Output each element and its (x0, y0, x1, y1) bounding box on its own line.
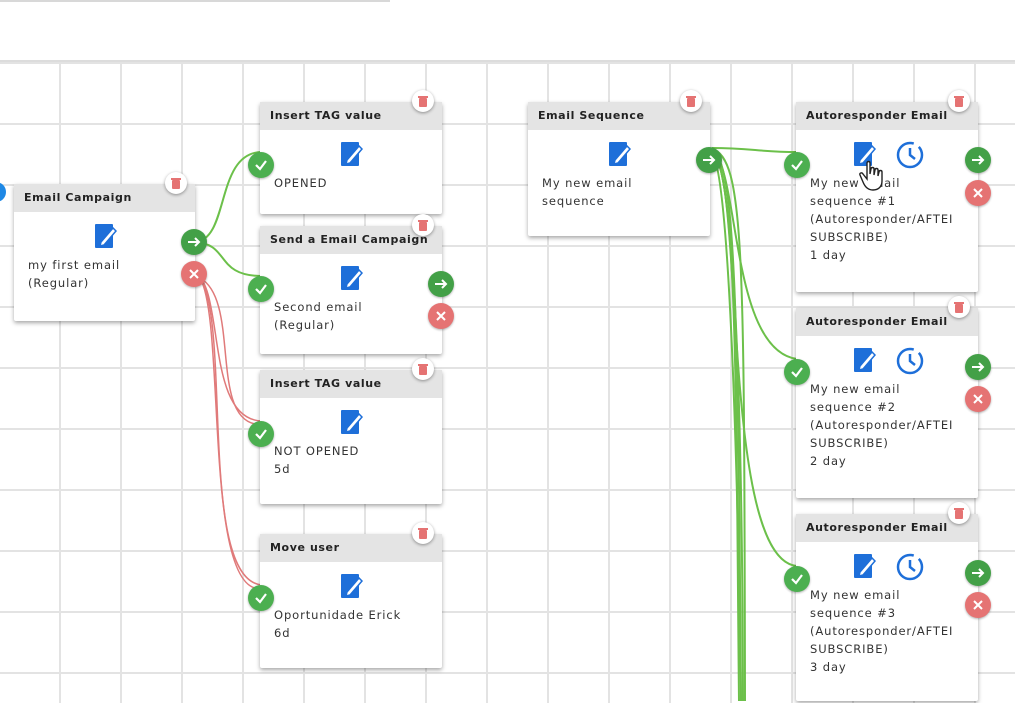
node-icons (542, 140, 696, 174)
node-line: my first email (28, 258, 121, 272)
node-line: 5d (274, 462, 291, 476)
input-port-check-icon[interactable] (248, 421, 274, 447)
next-port-arrow-right-icon[interactable] (181, 229, 207, 255)
trash-icon[interactable] (680, 90, 702, 112)
trash-icon[interactable] (165, 172, 187, 194)
cancel-port-x-icon[interactable] (965, 386, 991, 412)
node-icons (28, 222, 181, 256)
next-port-arrow-right-icon[interactable] (965, 147, 991, 173)
trash-icon[interactable] (412, 358, 434, 380)
edit-document-icon[interactable] (339, 140, 364, 168)
node-email-sequence[interactable]: Email Sequence My new email sequence (528, 102, 710, 236)
node-title: Autoresponder Email (796, 514, 978, 542)
node-send-email-campaign[interactable]: Send a Email Campaign Second email (Regu… (260, 226, 442, 354)
next-port-arrow-right-icon[interactable] (965, 354, 991, 380)
edit-document-icon[interactable] (852, 552, 877, 580)
node-title: Email Sequence (528, 102, 710, 130)
edit-document-icon[interactable] (339, 264, 364, 292)
node-line: NOT OPENED (274, 444, 360, 458)
node-line: 2 day (810, 454, 847, 468)
edit-document-icon[interactable] (339, 572, 364, 600)
node-line: 1 day (810, 248, 847, 262)
node-line: (Autoresponder/AFTEI (810, 624, 954, 638)
input-port-check-icon[interactable] (784, 566, 810, 592)
node-title: Autoresponder Email (796, 102, 978, 130)
edit-document-icon[interactable] (339, 408, 364, 436)
node-line: 6d (274, 626, 291, 640)
node-icons (274, 572, 428, 606)
node-icons (274, 140, 428, 174)
node-move-user[interactable]: Move user Oportunidade Erick 6d (260, 534, 442, 668)
node-autoresponder-email-2[interactable]: Autoresponder Email My new email sequenc… (796, 308, 978, 498)
node-icons (810, 140, 964, 174)
input-port-check-icon[interactable] (248, 585, 274, 611)
cancel-port-x-icon[interactable] (428, 303, 454, 329)
trash-icon[interactable] (948, 90, 970, 112)
clock-icon[interactable] (895, 346, 925, 376)
node-line: sequence #2 (810, 400, 896, 414)
cancel-port-x-icon[interactable] (181, 261, 207, 287)
node-line: 3 day (810, 660, 847, 674)
next-port-arrow-right-icon[interactable] (696, 147, 722, 173)
canvas-edge-dot[interactable] (0, 182, 6, 202)
edit-document-icon[interactable] (852, 140, 877, 168)
input-port-check-icon[interactable] (784, 152, 810, 178)
trash-icon[interactable] (948, 296, 970, 318)
node-line: (Regular) (274, 318, 336, 332)
cancel-port-x-icon[interactable] (965, 180, 991, 206)
node-icons (810, 346, 964, 380)
top-divider (0, 0, 390, 2)
input-port-check-icon[interactable] (248, 276, 274, 302)
next-port-arrow-right-icon[interactable] (965, 560, 991, 586)
hand-cursor-icon (858, 160, 888, 192)
node-autoresponder-email-3[interactable]: Autoresponder Email My new email sequenc… (796, 514, 978, 701)
cancel-port-x-icon[interactable] (965, 592, 991, 618)
node-line: My new email (810, 588, 901, 602)
node-line: Oportunidade Erick (274, 608, 402, 622)
node-line: SUBSCRIBE) (810, 436, 889, 450)
node-line: My new email (810, 382, 901, 396)
trash-icon[interactable] (948, 502, 970, 524)
node-title: Insert TAG value (260, 370, 442, 398)
node-title: Autoresponder Email (796, 308, 978, 336)
node-icons (274, 264, 428, 298)
node-insert-tag-not-opened[interactable]: Insert TAG value NOT OPENED 5d (260, 370, 442, 504)
edit-document-icon[interactable] (93, 222, 117, 250)
node-line: OPENED (274, 176, 328, 190)
node-line: My new email (542, 176, 633, 190)
node-line: sequence #3 (810, 606, 896, 620)
edit-document-icon[interactable] (852, 346, 877, 374)
node-line: (Autoresponder/AFTEI (810, 212, 954, 226)
node-icons (274, 408, 428, 442)
node-title: Move user (260, 534, 442, 562)
node-line: (Regular) (28, 276, 90, 290)
next-port-arrow-right-icon[interactable] (428, 271, 454, 297)
clock-icon[interactable] (895, 140, 925, 170)
node-email-campaign[interactable]: Email Campaign my first email (Regular) (14, 184, 195, 321)
input-port-check-icon[interactable] (784, 359, 810, 385)
node-title: Send a Email Campaign (260, 226, 442, 254)
node-title: Email Campaign (14, 184, 195, 212)
node-insert-tag-opened[interactable]: Insert TAG value OPENED (260, 102, 442, 214)
trash-icon[interactable] (412, 522, 434, 544)
trash-icon[interactable] (412, 214, 434, 236)
node-line: SUBSCRIBE) (810, 230, 889, 244)
node-line: sequence (542, 194, 605, 208)
node-icons (810, 552, 964, 586)
node-title: Insert TAG value (260, 102, 442, 130)
node-line: sequence #1 (810, 194, 896, 208)
clock-icon[interactable] (895, 552, 925, 582)
trash-icon[interactable] (412, 90, 434, 112)
edit-document-icon[interactable] (607, 140, 632, 168)
node-line: (Autoresponder/AFTEI (810, 418, 954, 432)
node-line: Second email (274, 300, 363, 314)
node-line: SUBSCRIBE) (810, 642, 889, 656)
input-port-check-icon[interactable] (248, 152, 274, 178)
node-autoresponder-email-1[interactable]: Autoresponder Email My new email sequenc… (796, 102, 978, 292)
